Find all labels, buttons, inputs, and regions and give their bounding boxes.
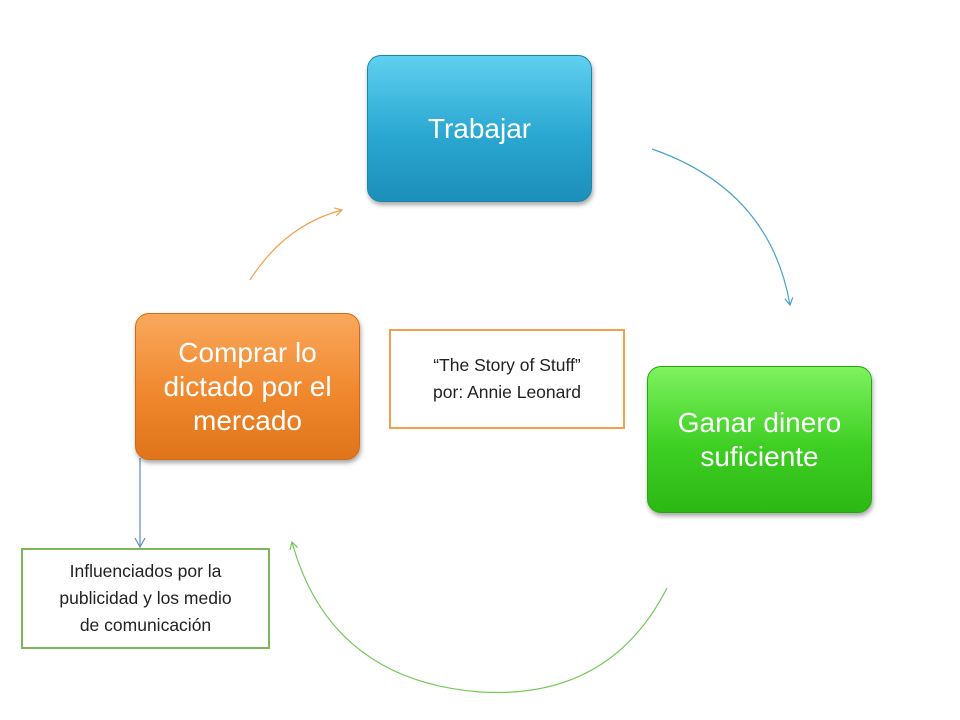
- node-ganar-dinero-label: Ganar dinero suficiente: [677, 406, 842, 472]
- node-trabajar-label: Trabajar: [427, 112, 532, 144]
- influence-note: Influenciados por la publicidad y los me…: [21, 548, 270, 649]
- node-comprar: Comprar lo dictado por el mercado: [135, 313, 360, 460]
- node-comprar-label: Comprar lo dictado por el mercado: [163, 336, 332, 436]
- source-note: “The Story of Stuff” por: Annie Leonard: [389, 329, 625, 429]
- influence-note-text: Influenciados por la publicidad y los me…: [59, 561, 232, 635]
- arrow-trabajar-to-ganar: [651, 148, 794, 307]
- node-trabajar: Trabajar: [367, 55, 592, 202]
- arrow-comprar-to-trabajar: [249, 207, 344, 281]
- arrow-ganar-to-comprar: [289, 540, 668, 694]
- node-ganar-dinero: Ganar dinero suficiente: [647, 366, 872, 513]
- source-note-text: “The Story of Stuff” por: Annie Leonard: [433, 355, 581, 402]
